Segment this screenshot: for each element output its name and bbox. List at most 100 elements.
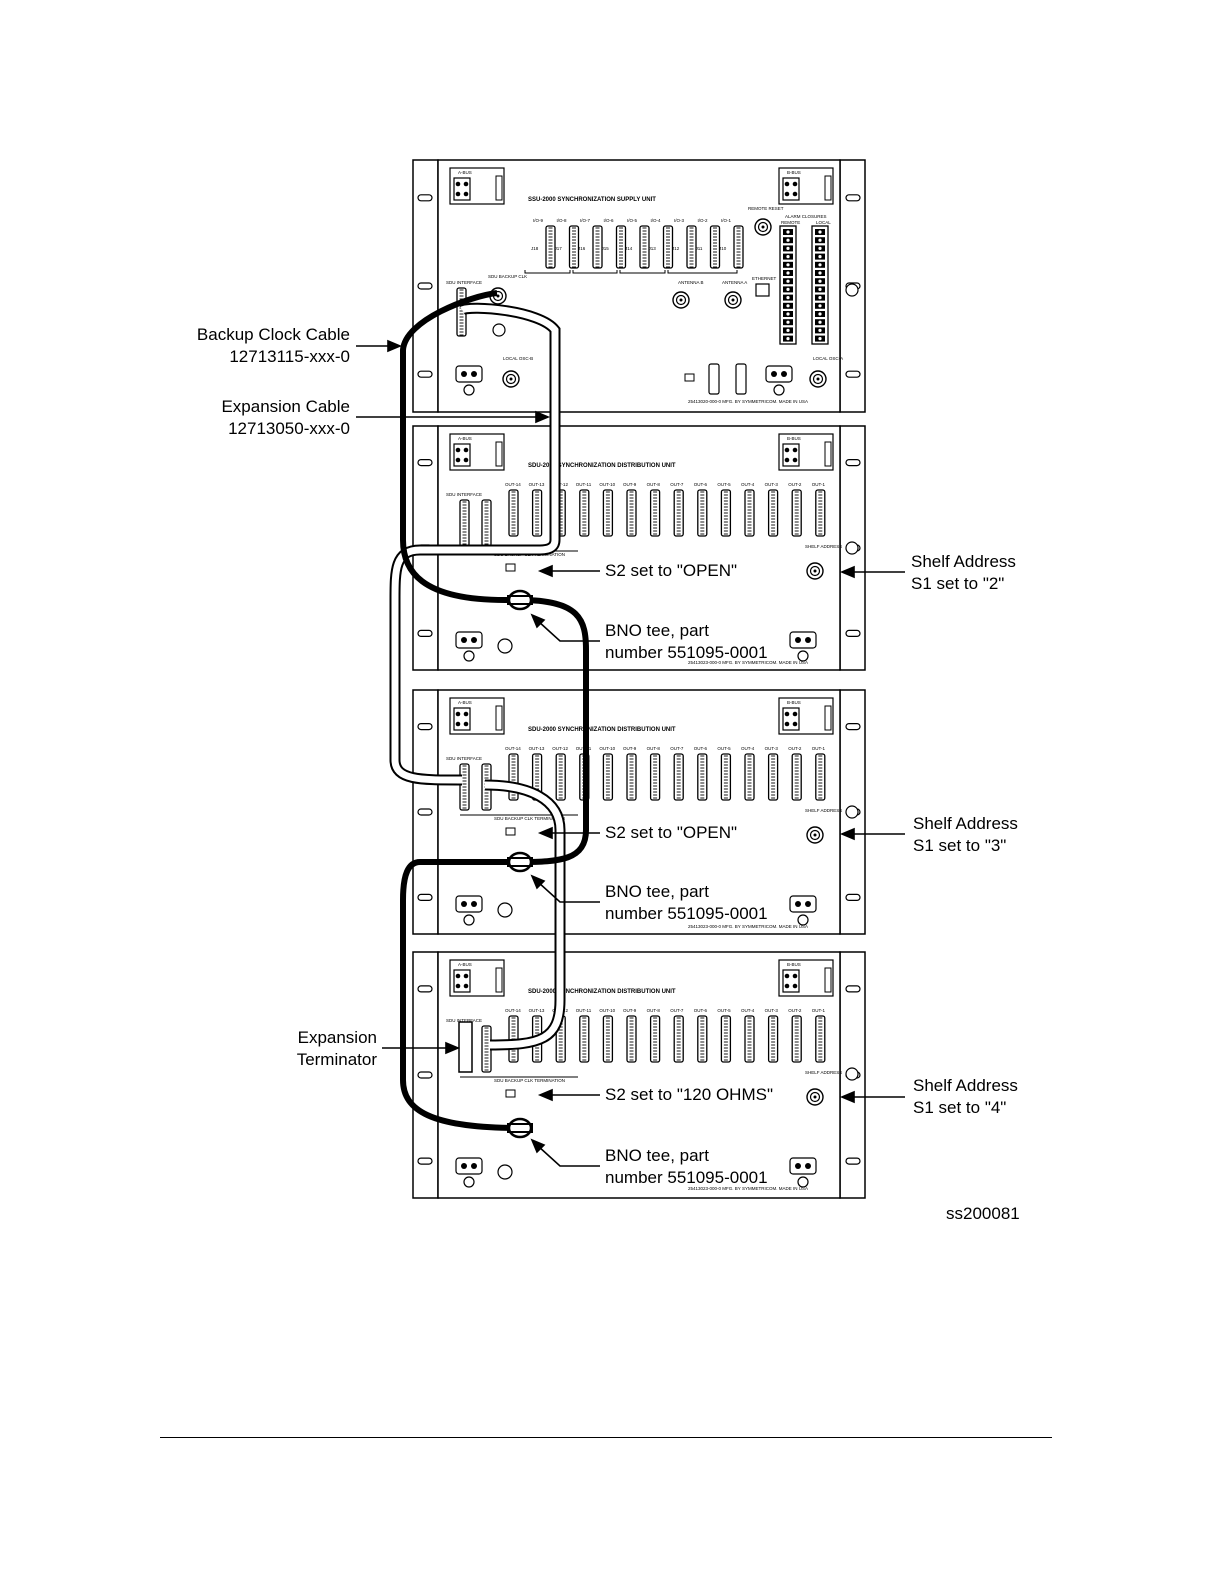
out-label: OUT-8 <box>647 746 661 751</box>
dsub-connector <box>568 225 580 269</box>
arrow-expansion-terminator <box>382 1041 461 1055</box>
b-bus-terminal <box>778 433 834 471</box>
local-label: LOCAL <box>816 220 831 225</box>
backup-clk-termination-label: SDU BACKUP CLK TERMINATION <box>494 816 565 821</box>
out-label: OUT-12 <box>552 746 568 751</box>
callout-expansion-terminator: Expansion Terminator <box>220 1027 377 1071</box>
unit-footer: 25413023-000-0 MFG. BY SYMMETRICOM. MADE… <box>688 660 808 665</box>
arrow-backup-clock-cable <box>356 339 403 353</box>
osc-a-bnc <box>809 370 827 388</box>
out-label: OUT-1 <box>812 1008 826 1013</box>
out-label: OUT-13 <box>529 746 545 751</box>
callout-bno-shelf2: BNO tee, part number 551095-0001 <box>605 620 768 664</box>
b-bus-label: B-BUS <box>787 700 801 705</box>
mount-slot <box>417 808 433 816</box>
fg-post <box>497 902 513 918</box>
out-label: OUT-10 <box>599 746 615 751</box>
out-label: OUT-14 <box>505 1008 521 1013</box>
dsub-connector <box>592 225 603 269</box>
reset-switch <box>754 218 772 236</box>
dsub-connector <box>720 1015 732 1063</box>
antenna-a-bnc <box>724 291 742 309</box>
out-label: OUT-4 <box>741 482 755 487</box>
ground-lug <box>765 365 793 396</box>
bno-tee-shelf4 <box>507 1117 533 1139</box>
unit-footer: 25413020-000-0 MFG. BY SYMMETRICOM. MADE… <box>688 399 808 404</box>
shelf-address-label: SHELF ADDRESS <box>805 1070 842 1075</box>
io-label: I/O-6 <box>604 218 614 223</box>
front-panel <box>437 951 841 1199</box>
ground-lug <box>455 365 483 396</box>
dsub-connector <box>555 753 566 801</box>
mount-slot <box>845 194 861 202</box>
out-label: OUT-7 <box>670 482 684 487</box>
arrow-shelf3-address <box>839 827 905 841</box>
out-label: OUT-10 <box>599 482 615 487</box>
arrow-bno-shelf3 <box>530 874 600 903</box>
j-label: J13 <box>649 246 657 251</box>
port-b <box>708 363 720 395</box>
out-label: OUT-9 <box>623 746 637 751</box>
io-label: I/O-9 <box>533 218 543 223</box>
arrow-s2-shelf4 <box>537 1088 600 1102</box>
io-label: I/O-5 <box>627 218 637 223</box>
dsub-connector <box>602 753 614 801</box>
callout-s2-shelf4: S2 set to "120 OHMS" <box>605 1085 773 1104</box>
dsub-connector <box>649 489 661 537</box>
dsub-connector <box>673 753 684 801</box>
dsub-connector <box>602 1015 614 1063</box>
mount-slot <box>417 282 433 290</box>
io-label: I/O-8 <box>557 218 567 223</box>
backup-clk-termination-label: SDU BACKUP CLK TERMINATION <box>494 1078 565 1083</box>
j-label: J15 <box>602 246 610 251</box>
ground-lug <box>455 1157 483 1188</box>
dsub-connector <box>508 489 519 537</box>
callout-line: Shelf Address <box>913 1076 1018 1095</box>
expansion-terminator <box>458 1021 473 1073</box>
dsub-connector <box>815 489 826 537</box>
io-label: I/O-3 <box>674 218 684 223</box>
sdu-interface-label: SDU INTERFACE <box>446 756 482 761</box>
out-label: OUT-3 <box>765 1008 779 1013</box>
shelf-address-rotary <box>806 1088 824 1106</box>
remote-label: REMOTE <box>781 220 800 225</box>
fuse <box>845 805 859 819</box>
j-label: J18 <box>531 246 539 251</box>
mount-slot <box>417 629 433 638</box>
out-label: OUT-9 <box>623 1008 637 1013</box>
out-label: OUT-4 <box>741 746 755 751</box>
arrow-expansion-cable <box>356 410 551 424</box>
unit-footer: 25413023-000-0 MFG. BY SYMMETRICOM. MADE… <box>688 924 808 929</box>
sdu-interface-label: SDU INTERFACE <box>446 280 482 285</box>
fg-post <box>497 638 513 654</box>
dsub-connector <box>767 753 779 801</box>
antenna-b-bnc <box>672 291 690 309</box>
dsub-connector <box>615 225 627 269</box>
out-label: OUT-2 <box>788 746 802 751</box>
unit-footer: 25413023-000-0 MFG. BY SYMMETRICOM. MADE… <box>688 1186 808 1191</box>
dsub-connector <box>815 753 826 801</box>
b-bus-terminal <box>778 697 834 735</box>
callout-line: Shelf Address <box>911 552 1016 571</box>
alarm-closures-label: ALARM CLOSURES <box>785 214 827 219</box>
dsub-connector <box>626 1015 637 1063</box>
dsub-connector <box>602 489 614 537</box>
dsub-connector <box>767 489 779 537</box>
j-label: J16 <box>578 246 586 251</box>
mount-slot <box>417 1071 433 1079</box>
a-bus-label: A-BUS <box>458 436 472 441</box>
callout-line: BNO tee, part <box>605 882 709 901</box>
j-label: J14 <box>625 246 633 251</box>
j-label: J11 <box>696 246 703 251</box>
dsub-connector <box>686 225 697 269</box>
dsub-connector <box>791 753 802 801</box>
dsub-connector <box>673 489 684 537</box>
mount-slot <box>845 629 861 638</box>
a-bus-terminal <box>449 697 505 735</box>
out-label: OUT-1 <box>812 482 826 487</box>
mount-slot <box>417 370 433 378</box>
dsub-connector <box>767 1015 779 1063</box>
